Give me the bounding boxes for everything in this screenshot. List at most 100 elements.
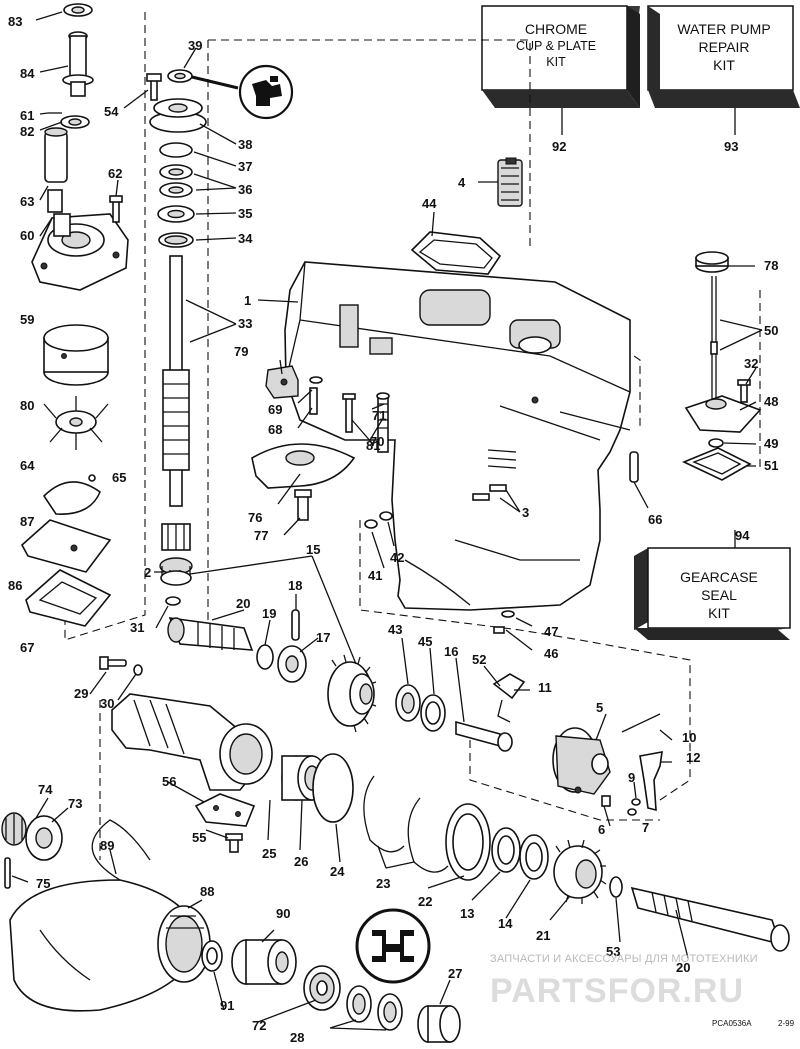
callout-30[interactable]: 30 xyxy=(100,696,114,711)
part-87-gasket[interactable] xyxy=(42,481,101,515)
callout-45[interactable]: 45 xyxy=(418,634,432,649)
kit-box-gearcase-seal[interactable]: GEARCASE SEAL KIT xyxy=(634,547,791,640)
part-24-o-ring[interactable] xyxy=(312,753,354,823)
callout-5[interactable]: 5 xyxy=(596,700,603,715)
part-20-bearing-housing[interactable] xyxy=(167,617,254,651)
callout-70[interactable]: 70 xyxy=(370,434,384,449)
part-51-gasket[interactable] xyxy=(682,447,752,481)
part-79-plug[interactable] xyxy=(265,365,299,399)
callout-44[interactable]: 44 xyxy=(422,196,437,211)
part-14-thrust-washer[interactable] xyxy=(519,834,549,880)
callout-59[interactable]: 59 xyxy=(20,312,34,327)
callout-56[interactable]: 56 xyxy=(162,774,176,789)
callout-67[interactable]: 67 xyxy=(20,640,34,655)
callout-69[interactable]: 69 xyxy=(268,402,282,417)
callout-74[interactable]: 74 xyxy=(38,782,53,797)
part-1-gearcase[interactable] xyxy=(284,261,631,611)
callout-3[interactable]: 3 xyxy=(522,505,529,520)
callout-11[interactable]: 11 xyxy=(538,680,552,695)
callout-16[interactable]: 16 xyxy=(444,644,458,659)
callout-87[interactable]: 87 xyxy=(20,514,34,529)
part-5-clutch-dog[interactable] xyxy=(552,727,611,795)
callout-14[interactable]: 14 xyxy=(498,916,513,931)
callout-42[interactable]: 42 xyxy=(390,550,404,565)
part-44-seal[interactable] xyxy=(410,231,502,275)
part-80-impeller-cup[interactable] xyxy=(43,324,109,386)
part-30-washer[interactable] xyxy=(133,664,143,676)
callout-63[interactable]: 63 xyxy=(20,194,34,209)
kit-box-chrome[interactable]: CHROME CUP & PLATE KIT xyxy=(481,5,640,108)
part-69-washer[interactable] xyxy=(309,376,323,384)
callout-21[interactable]: 21 xyxy=(536,928,550,943)
part-27-bearing[interactable] xyxy=(417,1005,461,1043)
callout-32[interactable]: 32 xyxy=(744,356,758,371)
callout-79[interactable]: 79 xyxy=(234,344,248,359)
callout-71[interactable]: 71 xyxy=(372,408,386,423)
callout-4[interactable]: 4 xyxy=(458,175,466,190)
callout-19[interactable]: 19 xyxy=(262,606,276,621)
part-63-tube[interactable] xyxy=(44,127,68,183)
part-6-pin[interactable] xyxy=(601,795,611,807)
part-50-shift-rod[interactable] xyxy=(710,276,718,400)
part-60-insert[interactable] xyxy=(47,189,63,213)
callout-55[interactable]: 55 xyxy=(192,830,206,845)
callout-83[interactable]: 83 xyxy=(8,14,22,29)
part-16-shaft[interactable] xyxy=(455,720,513,752)
callout-86[interactable]: 86 xyxy=(8,578,22,593)
callout-18[interactable]: 18 xyxy=(288,578,302,593)
callout-34[interactable]: 34 xyxy=(238,231,253,246)
callout-50[interactable]: 50 xyxy=(764,323,778,338)
callout-78[interactable]: 78 xyxy=(764,258,778,273)
part-75-cotter-pin[interactable] xyxy=(4,857,11,889)
part-2-pinion[interactable] xyxy=(159,557,193,586)
callout-9[interactable]: 9 xyxy=(628,770,635,785)
callout-92[interactable]: 92 xyxy=(552,139,566,154)
part-53-ring[interactable] xyxy=(609,876,623,898)
part-55-screw[interactable] xyxy=(225,833,243,853)
callout-52[interactable]: 52 xyxy=(472,652,486,667)
part-68-screw[interactable] xyxy=(309,387,318,415)
callout-89[interactable]: 89 xyxy=(100,838,114,853)
part-12-lever[interactable] xyxy=(639,751,663,812)
callout-91[interactable]: 91 xyxy=(220,998,234,1013)
part-70-71-shift-rod[interactable] xyxy=(376,392,390,453)
part-4-filter[interactable] xyxy=(497,157,523,207)
part-bearing-cage[interactable] xyxy=(161,523,191,551)
part-46-47-screw[interactable] xyxy=(493,610,515,634)
callout-29[interactable]: 29 xyxy=(74,686,88,701)
callout-39[interactable]: 39 xyxy=(188,38,202,53)
callout-2[interactable]: 2 xyxy=(144,565,151,580)
part-49-seal[interactable] xyxy=(708,438,724,448)
callout-94[interactable]: 94 xyxy=(735,528,750,543)
callout-46[interactable]: 46 xyxy=(544,646,558,661)
callout-51[interactable]: 51 xyxy=(764,458,778,473)
part-88-bushing[interactable] xyxy=(157,905,211,983)
part-32-screw[interactable] xyxy=(737,379,751,403)
part-67-gasket[interactable] xyxy=(25,569,112,627)
part-37-o-ring[interactable] xyxy=(159,142,193,158)
callout-76[interactable]: 76 xyxy=(248,510,262,525)
part-56-plate[interactable] xyxy=(194,793,256,827)
part-17-follower[interactable] xyxy=(277,645,307,683)
callout-20[interactable]: 20 xyxy=(236,596,250,611)
part-34-bearing[interactable] xyxy=(158,232,194,248)
callout-68[interactable]: 68 xyxy=(268,422,282,437)
callout-80[interactable]: 80 xyxy=(20,398,34,413)
part-13-thrust-washer[interactable] xyxy=(491,827,521,873)
callout-75[interactable]: 75 xyxy=(36,876,50,891)
part-52-11-shift-cam[interactable] xyxy=(492,673,526,723)
part-10-pin[interactable] xyxy=(621,713,661,733)
callout-81[interactable]: 81 xyxy=(366,438,380,453)
callout-27[interactable]: 27 xyxy=(448,966,462,981)
callout-47[interactable]: 47 xyxy=(544,624,558,639)
callout-49[interactable]: 49 xyxy=(764,436,778,451)
callout-54[interactable]: 54 xyxy=(104,104,119,119)
part-82-grommet[interactable] xyxy=(60,115,90,129)
part-3-screws[interactable] xyxy=(472,449,517,501)
callout-48[interactable]: 48 xyxy=(764,394,778,409)
part-35-spacer[interactable] xyxy=(157,205,195,223)
part-54-screw[interactable] xyxy=(146,73,162,101)
callout-88[interactable]: 88 xyxy=(200,884,214,899)
callout-24[interactable]: 24 xyxy=(330,864,345,879)
callout-43[interactable]: 43 xyxy=(388,622,402,637)
